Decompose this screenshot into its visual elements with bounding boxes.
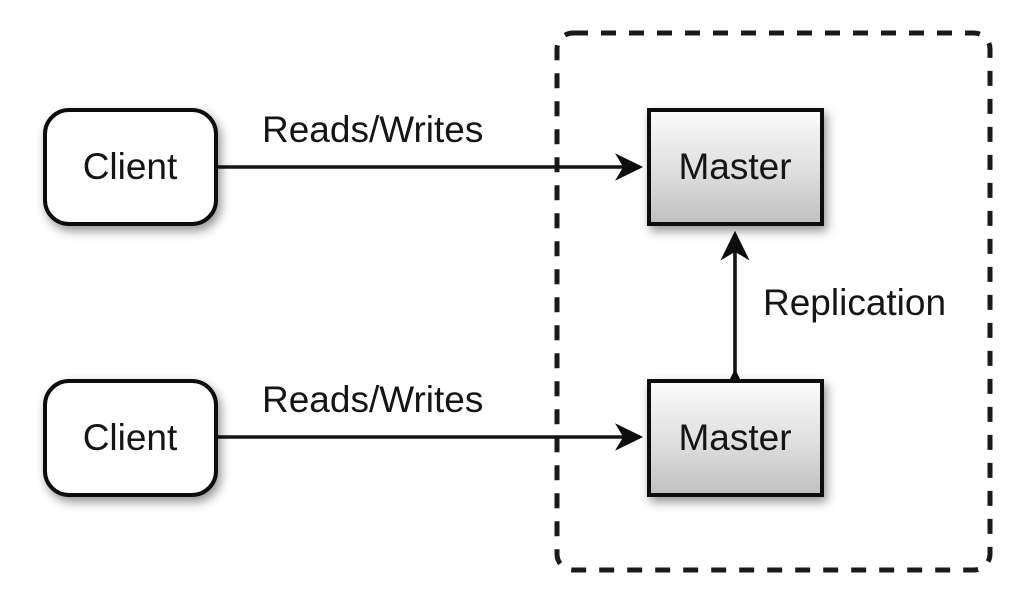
node-client-bottom[interactable]: Client — [43, 379, 218, 497]
master-top-label: Master — [678, 146, 791, 187]
client-top-label: Client — [83, 146, 178, 187]
client-top-box[interactable] — [43, 108, 218, 226]
client-bottom-box[interactable] — [43, 379, 218, 497]
node-master-bottom[interactable]: Master — [647, 379, 824, 497]
master-bottom-label: Master — [678, 417, 791, 458]
edge-label-reads-writes-bottom: Reads/Writes — [262, 379, 483, 420]
master-top-box[interactable] — [647, 108, 824, 226]
edge-label-replication: Replication — [763, 282, 946, 323]
client-bottom-label: Client — [83, 417, 178, 458]
edge-label-reads-writes-top: Reads/Writes — [262, 109, 483, 150]
master-bottom-box[interactable] — [647, 379, 824, 497]
node-master-top[interactable]: Master — [647, 108, 824, 226]
replication-cluster-boundary — [554, 30, 993, 573]
node-client-top[interactable]: Client — [43, 108, 218, 226]
